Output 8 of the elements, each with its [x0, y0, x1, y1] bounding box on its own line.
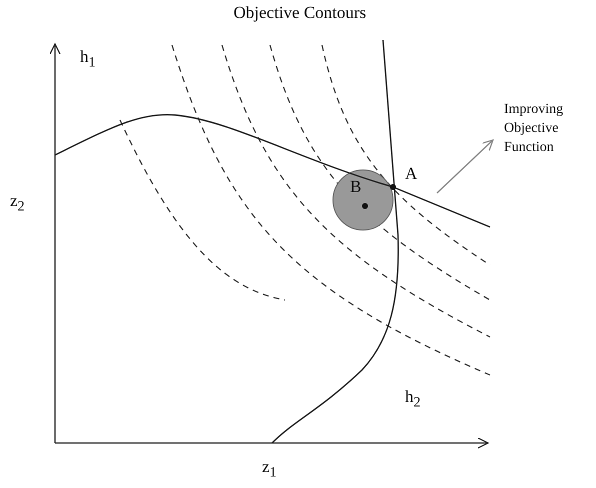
axis-label: z$_{2}$: [10, 192, 25, 216]
curve-label: h$_{2}$: [405, 388, 421, 412]
point-label: B: [350, 178, 362, 196]
plot-title: Objective Contours: [234, 4, 366, 22]
axis-label: z$_{1}$: [262, 458, 277, 482]
annotation-text: Improving Objective Function: [504, 101, 564, 157]
point-label: A: [405, 165, 418, 183]
curve-label: h$_{1}$: [80, 48, 96, 72]
